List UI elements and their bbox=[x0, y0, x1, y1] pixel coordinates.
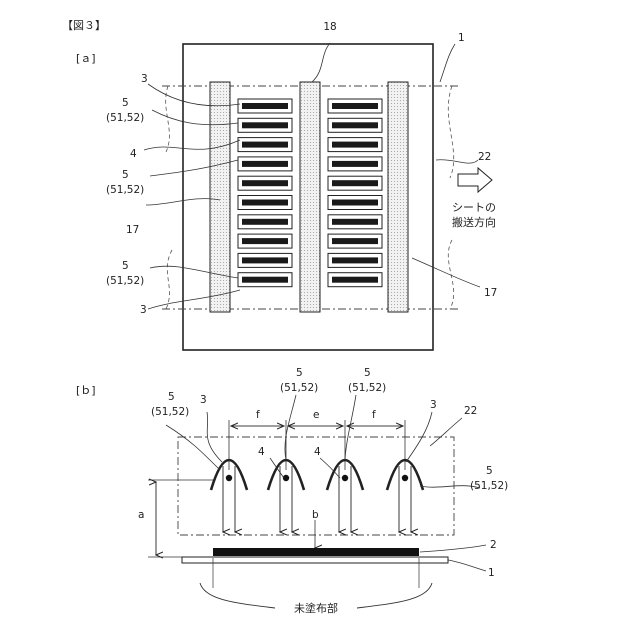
nozzle-dot bbox=[226, 475, 232, 481]
panel-a-label: [ａ] bbox=[76, 52, 96, 65]
label-1-a: 1 bbox=[458, 32, 465, 44]
label-5-b-right-sub: (51,52) bbox=[470, 480, 508, 492]
label-5-b-mid1-sub: (51,52) bbox=[280, 382, 318, 394]
nozzle-opening-left bbox=[242, 277, 288, 283]
nozzle-opening-right bbox=[332, 200, 378, 206]
label-17-left: 17 bbox=[126, 224, 139, 236]
direction-line1: シートの bbox=[452, 201, 496, 214]
label-5-b-mid2: 5 bbox=[364, 367, 371, 379]
nozzle-dot bbox=[402, 475, 408, 481]
label-5-b-mid1: 5 bbox=[296, 367, 303, 379]
label-b: b bbox=[312, 509, 319, 521]
label-1-b: 1 bbox=[488, 567, 495, 579]
label-3-b-right: 3 bbox=[430, 399, 437, 411]
nozzle-group bbox=[211, 460, 423, 532]
label-2: 2 bbox=[490, 539, 497, 551]
label-4-b-b: 4 bbox=[314, 446, 321, 458]
label-22-a: 22 bbox=[478, 151, 491, 163]
nozzle-opening-right bbox=[332, 122, 378, 128]
strip-17-left bbox=[210, 82, 230, 312]
nozzle-opening-left bbox=[242, 219, 288, 225]
nozzle-opening-right bbox=[332, 238, 378, 244]
nozzle-opening-left bbox=[242, 122, 288, 128]
nozzle-opening-left bbox=[242, 103, 288, 109]
label-5-b-right: 5 bbox=[486, 465, 493, 477]
label-5-b: 5 bbox=[122, 169, 129, 181]
nozzle-opening-right bbox=[332, 180, 378, 186]
nozzle-rows-left bbox=[238, 99, 292, 287]
uncoated-bracket-left bbox=[200, 583, 275, 608]
label-5-c-sub: (51,52) bbox=[106, 275, 144, 287]
substrate-sheet-1 bbox=[182, 557, 448, 563]
nozzle-opening-left bbox=[242, 142, 288, 148]
panel-b-label: [ｂ] bbox=[76, 384, 96, 397]
nozzle-opening-right bbox=[332, 161, 378, 167]
label-5-b-mid2-sub: (51,52) bbox=[348, 382, 386, 394]
panel-a: 18 1 3 5 (51,52) 4 5 (51,52) 17 22 シートの … bbox=[106, 21, 497, 350]
label-17-right: 17 bbox=[484, 287, 497, 299]
nozzle-dot bbox=[342, 475, 348, 481]
direction-line2: 搬送方向 bbox=[452, 215, 496, 229]
label-5-b-left: 5 bbox=[168, 391, 175, 403]
label-3-bottom: 3 bbox=[140, 304, 147, 316]
nozzle-rows-right bbox=[328, 99, 382, 287]
nozzle-opening-right bbox=[332, 257, 378, 263]
nozzle-opening-left bbox=[242, 257, 288, 263]
label-5-a: 5 bbox=[122, 97, 129, 109]
dimension-lines bbox=[148, 420, 405, 557]
nozzle-opening-left bbox=[242, 200, 288, 206]
nozzle-opening-right bbox=[332, 277, 378, 283]
label-22-b: 22 bbox=[464, 405, 477, 417]
sheet-break-left-bottom bbox=[166, 250, 172, 309]
label-5-c: 5 bbox=[122, 260, 129, 272]
label-f-right: f bbox=[372, 409, 376, 421]
nozzle-opening-right bbox=[332, 103, 378, 109]
figure-title: 【図３】 bbox=[62, 19, 106, 32]
label-5-a-sub: (51,52) bbox=[106, 112, 144, 124]
coating-layer-2 bbox=[213, 548, 419, 556]
nozzle-opening-left bbox=[242, 161, 288, 167]
transport-arrow-icon bbox=[458, 168, 492, 192]
sheet-break-right-top bbox=[448, 86, 453, 178]
label-a: a bbox=[138, 509, 144, 521]
label-e: e bbox=[313, 409, 319, 421]
label-5-b-left-sub: (51,52) bbox=[151, 406, 189, 418]
strip-18-center bbox=[300, 82, 320, 312]
nozzle-opening-left bbox=[242, 238, 288, 244]
nozzle-opening-right bbox=[332, 219, 378, 225]
label-f-left: f bbox=[256, 409, 260, 421]
label-uncoated: 未塗布部 bbox=[294, 601, 338, 615]
label-3-top: 3 bbox=[141, 73, 148, 85]
label-3-b-left: 3 bbox=[200, 394, 207, 406]
strip-17-right bbox=[388, 82, 408, 312]
label-4-b-a: 4 bbox=[258, 446, 265, 458]
nozzle-opening-left bbox=[242, 180, 288, 186]
panel-b: 5 (51,52) 3 f 5 (51,52) e 5 (51,52) f 3 … bbox=[138, 367, 508, 615]
uncoated-bracket-right bbox=[357, 583, 432, 608]
nozzle-opening-right bbox=[332, 142, 378, 148]
label-5-b-sub: (51,52) bbox=[106, 184, 144, 196]
label-4-a: 4 bbox=[130, 148, 137, 160]
label-18: 18 bbox=[323, 21, 336, 33]
